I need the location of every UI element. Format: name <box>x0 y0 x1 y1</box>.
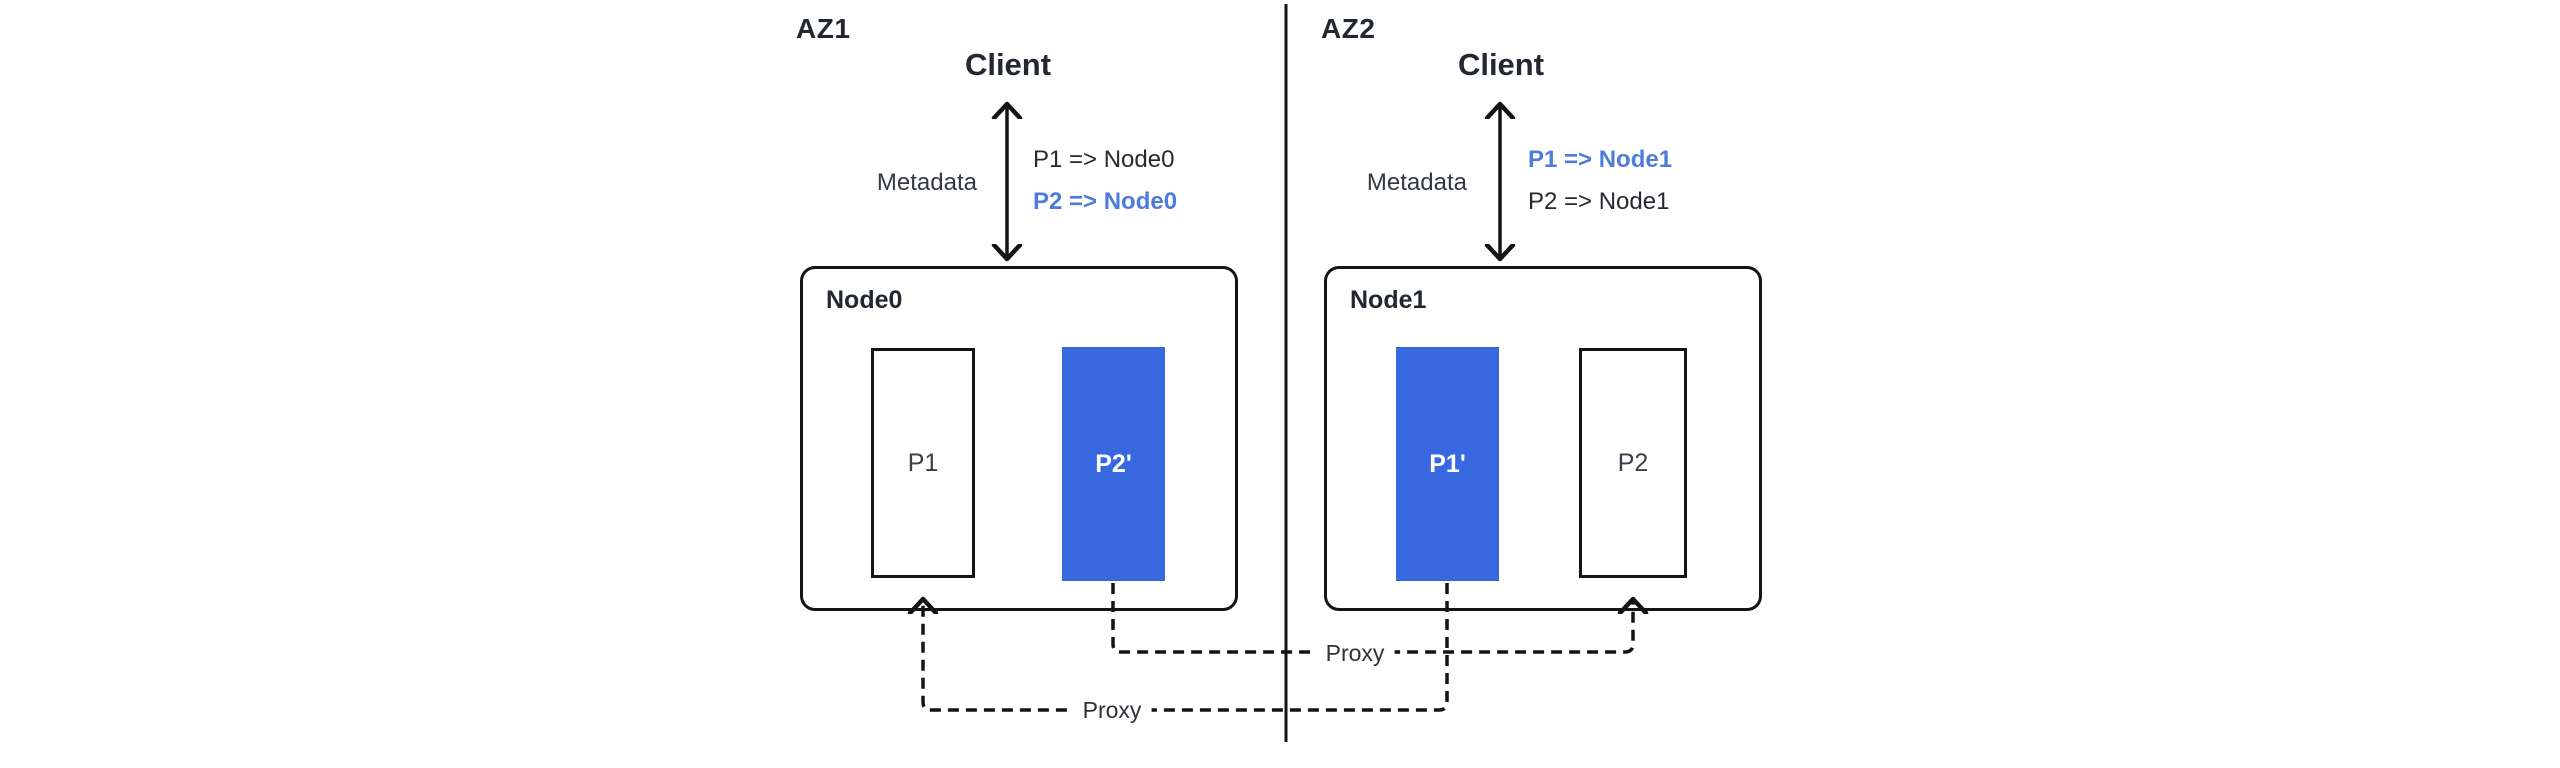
partition-p2-replica-box: P2' <box>1062 347 1165 581</box>
proxy-label-upper: Proxy <box>1315 639 1395 667</box>
az1-client-label: Client <box>964 47 1052 82</box>
partition-p1-box: P1 <box>871 348 975 578</box>
az1-mapping-list: P1 => Node0 P2 => Node0 <box>1033 139 1177 223</box>
partition-p1-replica-label: P1' <box>1429 449 1466 478</box>
az2-metadata-label: Metadata <box>1366 169 1467 196</box>
proxy-label-lower: Proxy <box>1072 696 1152 724</box>
partition-p1-label: P1 <box>907 448 939 477</box>
az2-client-label: Client <box>1457 47 1545 82</box>
partition-p2-box: P2 <box>1579 348 1687 578</box>
node1-label: Node1 <box>1350 286 1427 314</box>
az1-mapping-p1: P1 => Node0 <box>1033 146 1175 173</box>
partition-p1-replica-box: P1' <box>1396 347 1499 581</box>
az2-mapping-p2: P2 => Node1 <box>1528 188 1670 215</box>
az2-zone-label: AZ2 <box>1321 13 1376 44</box>
az1-mapping-p2: P2 => Node0 <box>1033 188 1178 215</box>
az2-mapping-p1: P1 => Node1 <box>1528 146 1673 173</box>
node0-box: Node0 <box>800 266 1238 611</box>
partition-p2-replica-label: P2' <box>1095 449 1132 478</box>
node0-label: Node0 <box>826 286 903 314</box>
az1-zone-label: AZ1 <box>796 13 851 44</box>
node1-box: Node1 <box>1324 266 1762 611</box>
az1-metadata-label: Metadata <box>876 169 977 196</box>
partition-p2-label: P2 <box>1617 448 1649 477</box>
az2-mapping-list: P1 => Node1 P2 => Node1 <box>1528 139 1672 223</box>
